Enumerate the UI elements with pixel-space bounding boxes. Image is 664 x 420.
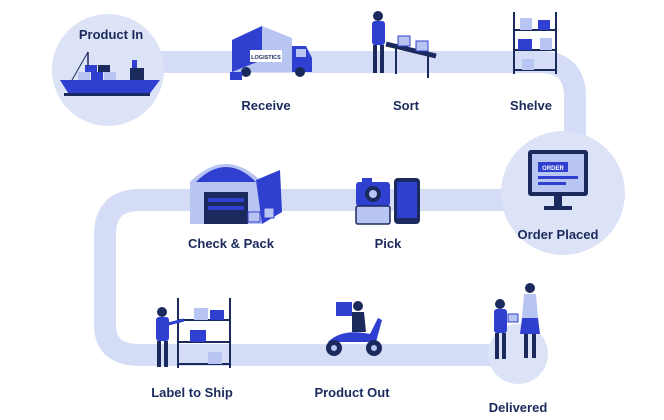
step-label-product-out: Product Out (314, 385, 390, 400)
delivery-truck-icon: LOGISTICS (230, 26, 312, 80)
monitor-sign-text: ORDER (542, 166, 564, 172)
monitor-order-icon: ORDER (528, 150, 588, 210)
flow-track (94, 51, 586, 366)
step-label-receive: Receive (241, 98, 291, 113)
flow-track-path (94, 51, 586, 366)
scooter-courier-icon (326, 301, 382, 356)
step-label-order-placed: Order Placed (517, 227, 599, 242)
step-label-pick: Pick (374, 236, 402, 251)
camera-phone-icon (355, 178, 420, 225)
step-label-label-to-ship: Label to Ship (151, 385, 233, 400)
ship-icon (60, 51, 160, 96)
shelving-icon (513, 12, 557, 74)
step-label-shelve: Shelve (510, 98, 552, 113)
step-label-check-pack: Check & Pack (188, 236, 274, 251)
step-label-sort: Sort (393, 98, 419, 113)
warehouse-icon (190, 164, 282, 224)
handover-people-icon (494, 283, 540, 359)
worker-shelf-icon (156, 298, 231, 368)
step-label-delivered: Delivered (488, 400, 548, 415)
worker-conveyor-icon (372, 11, 437, 78)
step-label-product-in: Product In (78, 27, 144, 42)
truck-sign-text: LOGISTICS (251, 55, 281, 61)
